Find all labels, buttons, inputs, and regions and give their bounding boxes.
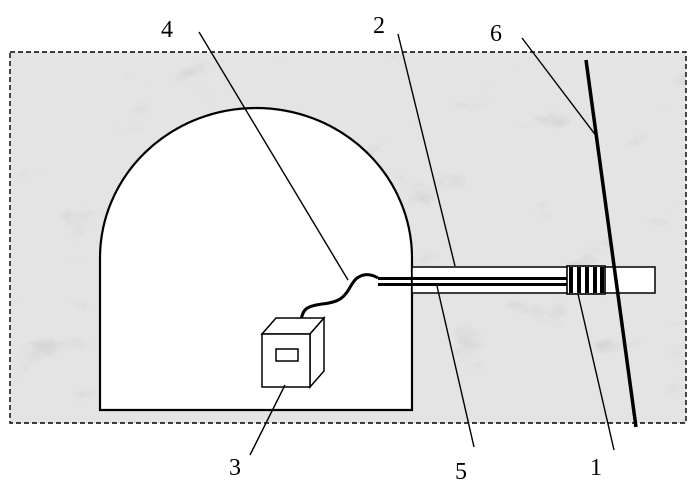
fracture-plane (584, 59, 638, 428)
callout-label-6: 6 (490, 21, 502, 47)
signal-cable (299, 273, 379, 323)
readout-box (260, 316, 326, 389)
leader-4 (198, 31, 349, 281)
sensor-element (566, 265, 606, 295)
tunnel-opening (98, 106, 414, 412)
leader-5 (436, 285, 475, 448)
leader-2 (397, 33, 456, 267)
leader-6 (521, 37, 598, 138)
leader-3 (249, 384, 286, 456)
leader-lines (198, 31, 615, 456)
callout-label-5: 5 (455, 459, 467, 485)
leader-1 (577, 293, 615, 451)
callout-label-4: 4 (161, 17, 173, 43)
callout-label-2: 2 (373, 13, 385, 39)
callout-label-1: 1 (590, 455, 602, 481)
callout-label-3: 3 (229, 455, 241, 481)
